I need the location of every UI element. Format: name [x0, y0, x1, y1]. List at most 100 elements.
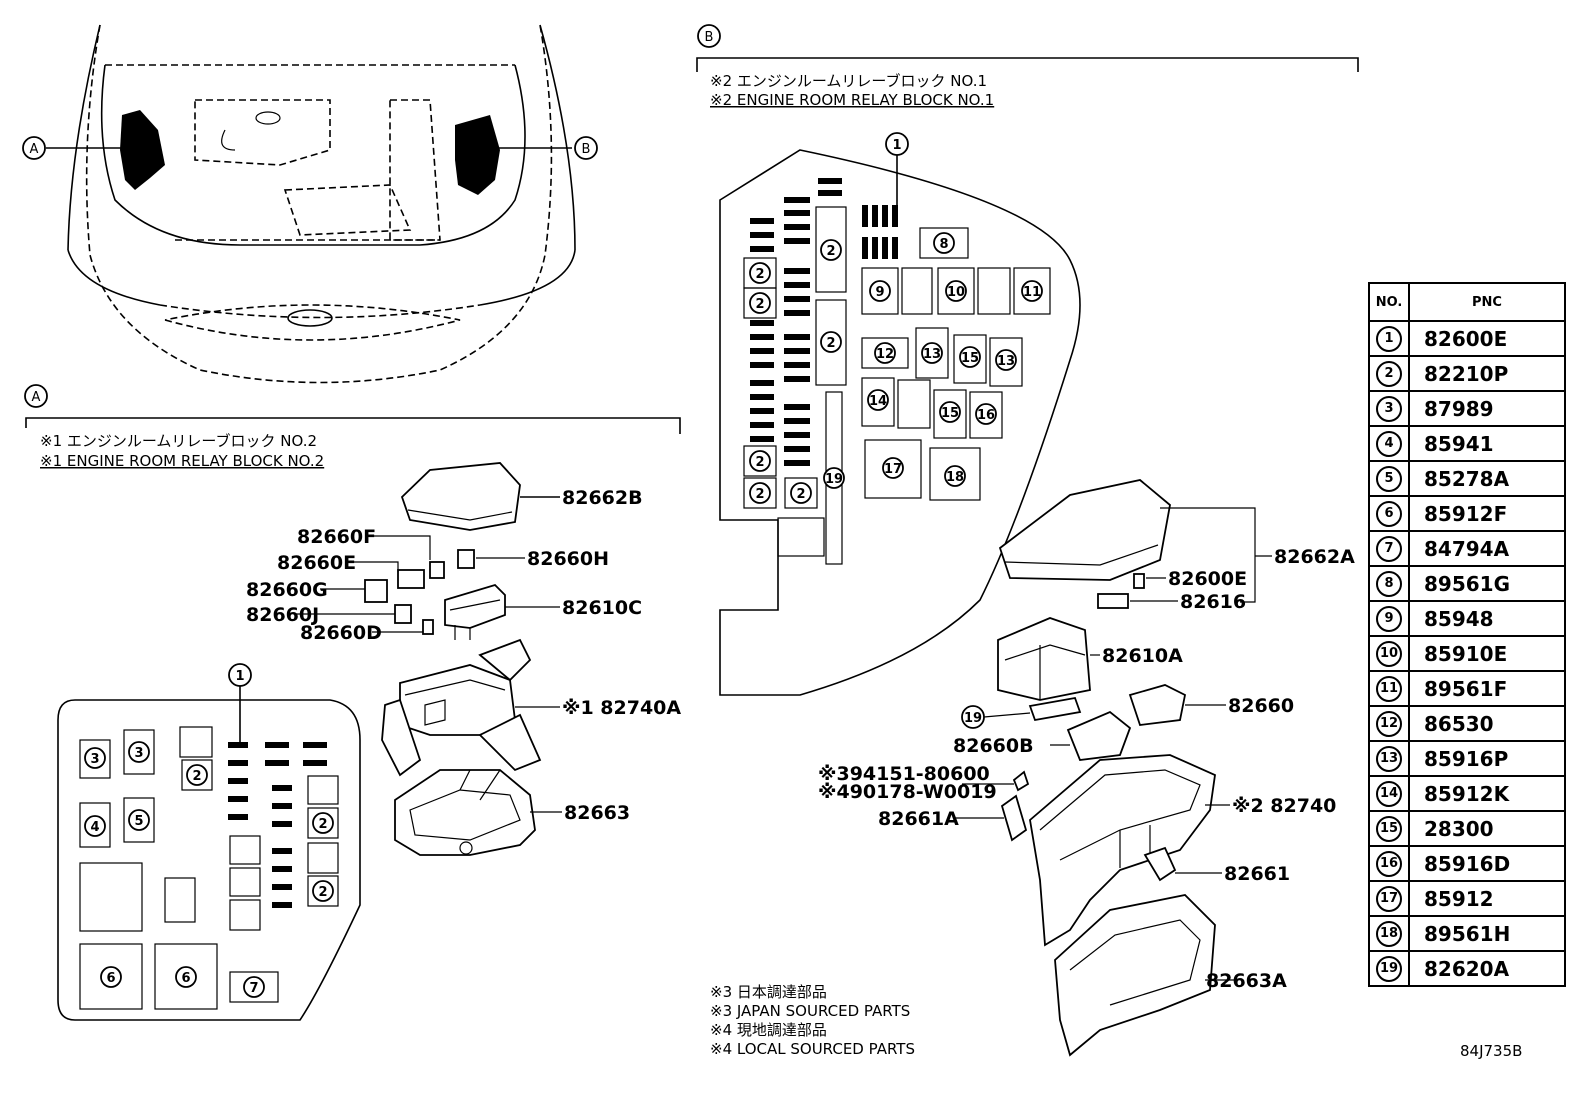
svg-text:2: 2	[192, 769, 201, 784]
row-number: 7	[1368, 530, 1410, 567]
callout-19: 19	[964, 711, 982, 726]
row-number: 2	[1368, 355, 1410, 392]
row-number: 19	[1368, 950, 1410, 987]
row-pnc: 85912	[1408, 880, 1566, 917]
row-number-circle: 19	[1376, 955, 1402, 982]
label-82661A: 82661A	[878, 808, 959, 830]
callout-b: B	[582, 142, 591, 157]
svg-text:6: 6	[181, 971, 190, 986]
row-number: 18	[1368, 915, 1410, 952]
label-82661: 82661	[1224, 863, 1290, 885]
row-number-circle: 5	[1376, 465, 1402, 492]
svg-text:10: 10	[947, 285, 965, 300]
row-number: 11	[1368, 670, 1410, 707]
vehicle-overview: A B	[22, 24, 598, 384]
row-pnc: 87989	[1408, 390, 1566, 427]
row-pnc: 82620A	[1408, 950, 1566, 987]
label-82660G: 82660G	[246, 579, 328, 601]
footnote-1: ※3 日本調達部品	[710, 983, 827, 1001]
section-a-header: A ※1 エンジンルームリレーブロック NO.2 ※1 ENGINE ROOM …	[24, 384, 681, 470]
row-number-circle: 1	[1376, 325, 1402, 352]
label-82660B: 82660B	[953, 735, 1034, 757]
svg-text:4: 4	[90, 820, 99, 835]
label-394151: ※394151-80600	[818, 763, 990, 785]
row-pnc: 85948	[1408, 600, 1566, 637]
section-b-header: B ※2 エンジンルームリレーブロック NO.1 ※2 ENGINE ROOM …	[696, 24, 1359, 109]
row-number-circle: 13	[1376, 745, 1402, 772]
label-82660: 82660	[1228, 695, 1294, 717]
row-pnc: 89561H	[1408, 915, 1566, 952]
section-a-note-jp: ※1 エンジンルームリレーブロック NO.2	[40, 432, 317, 450]
svg-text:13: 13	[997, 354, 1015, 369]
svg-text:19: 19	[825, 472, 843, 487]
row-pnc: 85912F	[1408, 495, 1566, 532]
svg-text:8: 8	[939, 237, 948, 252]
svg-text:2: 2	[755, 455, 764, 470]
label-82662B: 82662B	[562, 487, 643, 509]
section-a-note-en: ※1 ENGINE ROOM RELAY BLOCK NO.2	[40, 452, 324, 470]
row-number-circle: 10	[1376, 640, 1402, 667]
svg-text:1: 1	[235, 669, 244, 684]
row-pnc: 89561F	[1408, 670, 1566, 707]
row-number-circle: 4	[1376, 430, 1402, 457]
relay-block-no1-exploded: 82662A 82600E 82616 82610A 82660 19 8266…	[818, 479, 1355, 1057]
svg-text:15: 15	[941, 406, 959, 421]
row-number-circle: 7	[1376, 535, 1402, 562]
svg-text:2: 2	[755, 487, 764, 502]
row-number-circle: 8	[1376, 570, 1402, 597]
drawing-code: 84J735B	[1460, 1042, 1523, 1060]
row-number: 13	[1368, 740, 1410, 777]
row-number-circle: 16	[1376, 850, 1402, 877]
row-number-circle: 11	[1376, 675, 1402, 702]
footnotes: ※3 日本調達部品 ※3 JAPAN SOURCED PARTS ※4 現地調達…	[710, 983, 915, 1058]
row-pnc: 85916D	[1408, 845, 1566, 882]
row-number-circle: 17	[1376, 885, 1402, 912]
svg-text:2: 2	[755, 267, 764, 282]
row-number: 14	[1368, 775, 1410, 812]
label-82663: 82663	[564, 802, 630, 824]
row-pnc: 84794A	[1408, 530, 1566, 567]
row-pnc: 85910E	[1408, 635, 1566, 672]
label-82610C: 82610C	[562, 597, 642, 619]
row-pnc: 85941	[1408, 425, 1566, 462]
row-number-circle: 3	[1376, 395, 1402, 422]
row-number-circle: 15	[1376, 815, 1402, 842]
svg-text:2: 2	[755, 297, 764, 312]
label-82660D: 82660D	[300, 622, 382, 644]
label-82662A: 82662A	[1274, 546, 1355, 568]
label-82660J: 82660J	[246, 604, 319, 626]
svg-text:2: 2	[318, 885, 327, 900]
label-82616: 82616	[1180, 591, 1246, 613]
svg-text:13: 13	[923, 347, 941, 362]
callout-a: A	[30, 142, 39, 157]
svg-text:2: 2	[826, 336, 835, 351]
label-82600E: 82600E	[1168, 568, 1247, 590]
svg-text:2: 2	[318, 817, 327, 832]
row-pnc: 82600E	[1408, 320, 1566, 357]
svg-text:14: 14	[869, 394, 887, 409]
row-number: 17	[1368, 880, 1410, 917]
row-number-circle: 14	[1376, 780, 1402, 807]
row-number: 16	[1368, 845, 1410, 882]
relay-block-no1-layout: 1	[719, 132, 1081, 696]
header-pnc: PNC	[1408, 282, 1566, 322]
header-no: NO.	[1368, 282, 1410, 322]
row-number: 15	[1368, 810, 1410, 847]
row-number: 8	[1368, 565, 1410, 602]
section-b-letter: B	[705, 30, 714, 45]
relay-block-a-location	[120, 110, 165, 190]
